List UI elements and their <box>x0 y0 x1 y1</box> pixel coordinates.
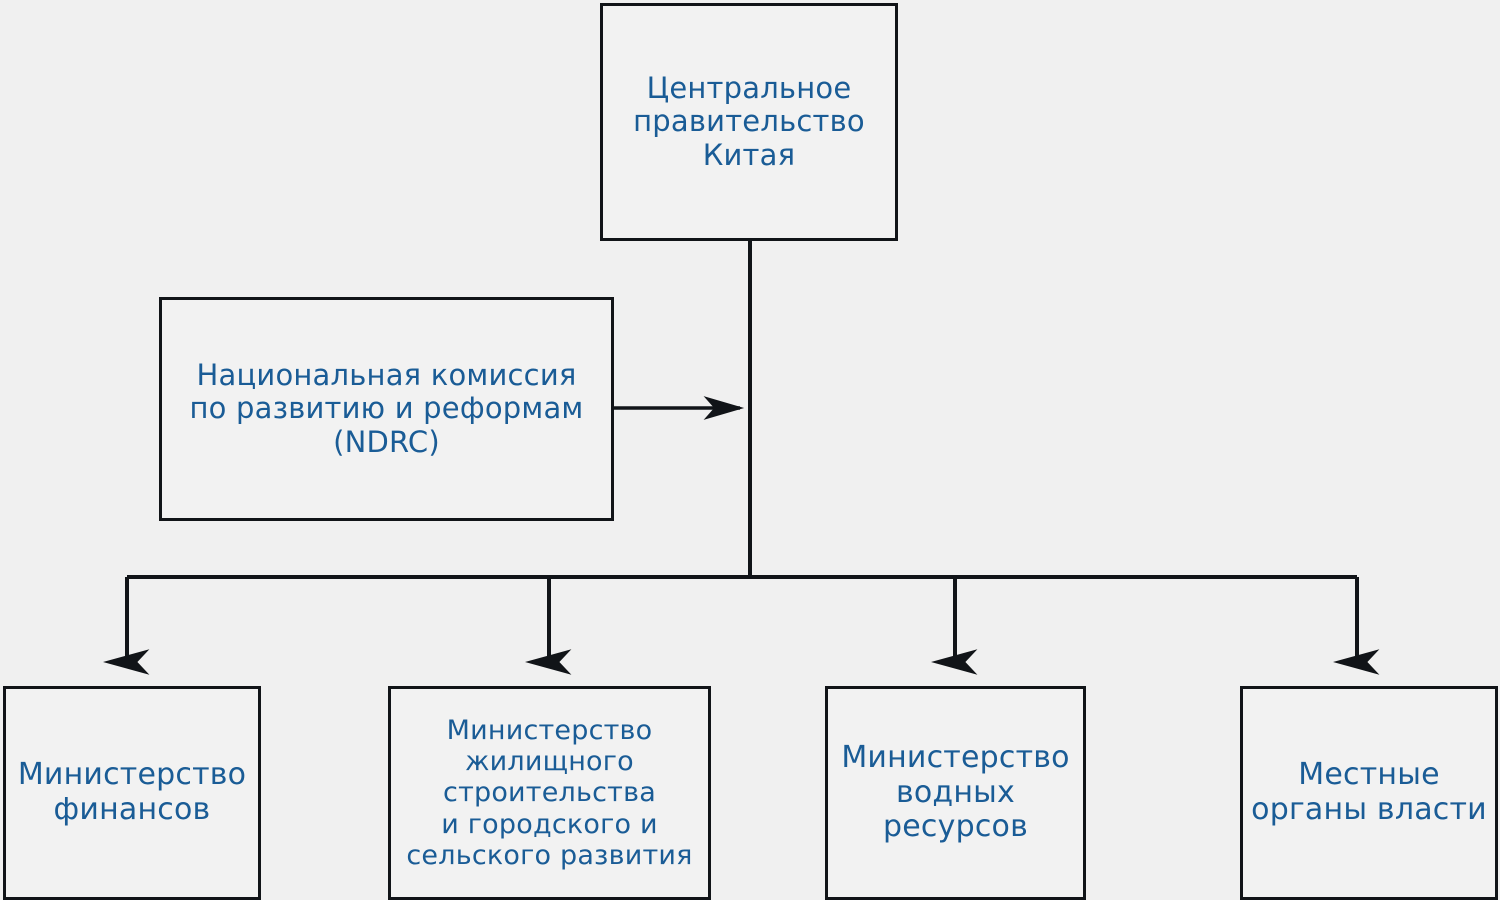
node-local-authorities-label: Местные органы власти <box>1251 757 1487 827</box>
node-central-government[interactable]: Центральное правительство Китая <box>600 3 898 241</box>
node-ministry-water-label: Министерство водных ресурсов <box>841 739 1070 845</box>
node-ministry-housing-label: Министерство жилищного строительства и г… <box>406 714 693 871</box>
node-ministry-housing[interactable]: Министерство жилищного строительства и г… <box>388 686 711 900</box>
node-central-government-label: Центральное правительство Китая <box>633 70 865 172</box>
node-ministry-water[interactable]: Министерство водных ресурсов <box>825 686 1086 900</box>
node-ndrc[interactable]: Национальная комиссия по развитию и рефо… <box>159 297 614 521</box>
node-ndrc-label: Национальная комиссия по развитию и рефо… <box>189 357 584 459</box>
node-local-authorities[interactable]: Местные органы власти <box>1240 686 1498 900</box>
node-ministry-finance[interactable]: Министерство финансов <box>3 686 261 900</box>
node-ministry-finance-label: Министерство финансов <box>17 757 247 827</box>
